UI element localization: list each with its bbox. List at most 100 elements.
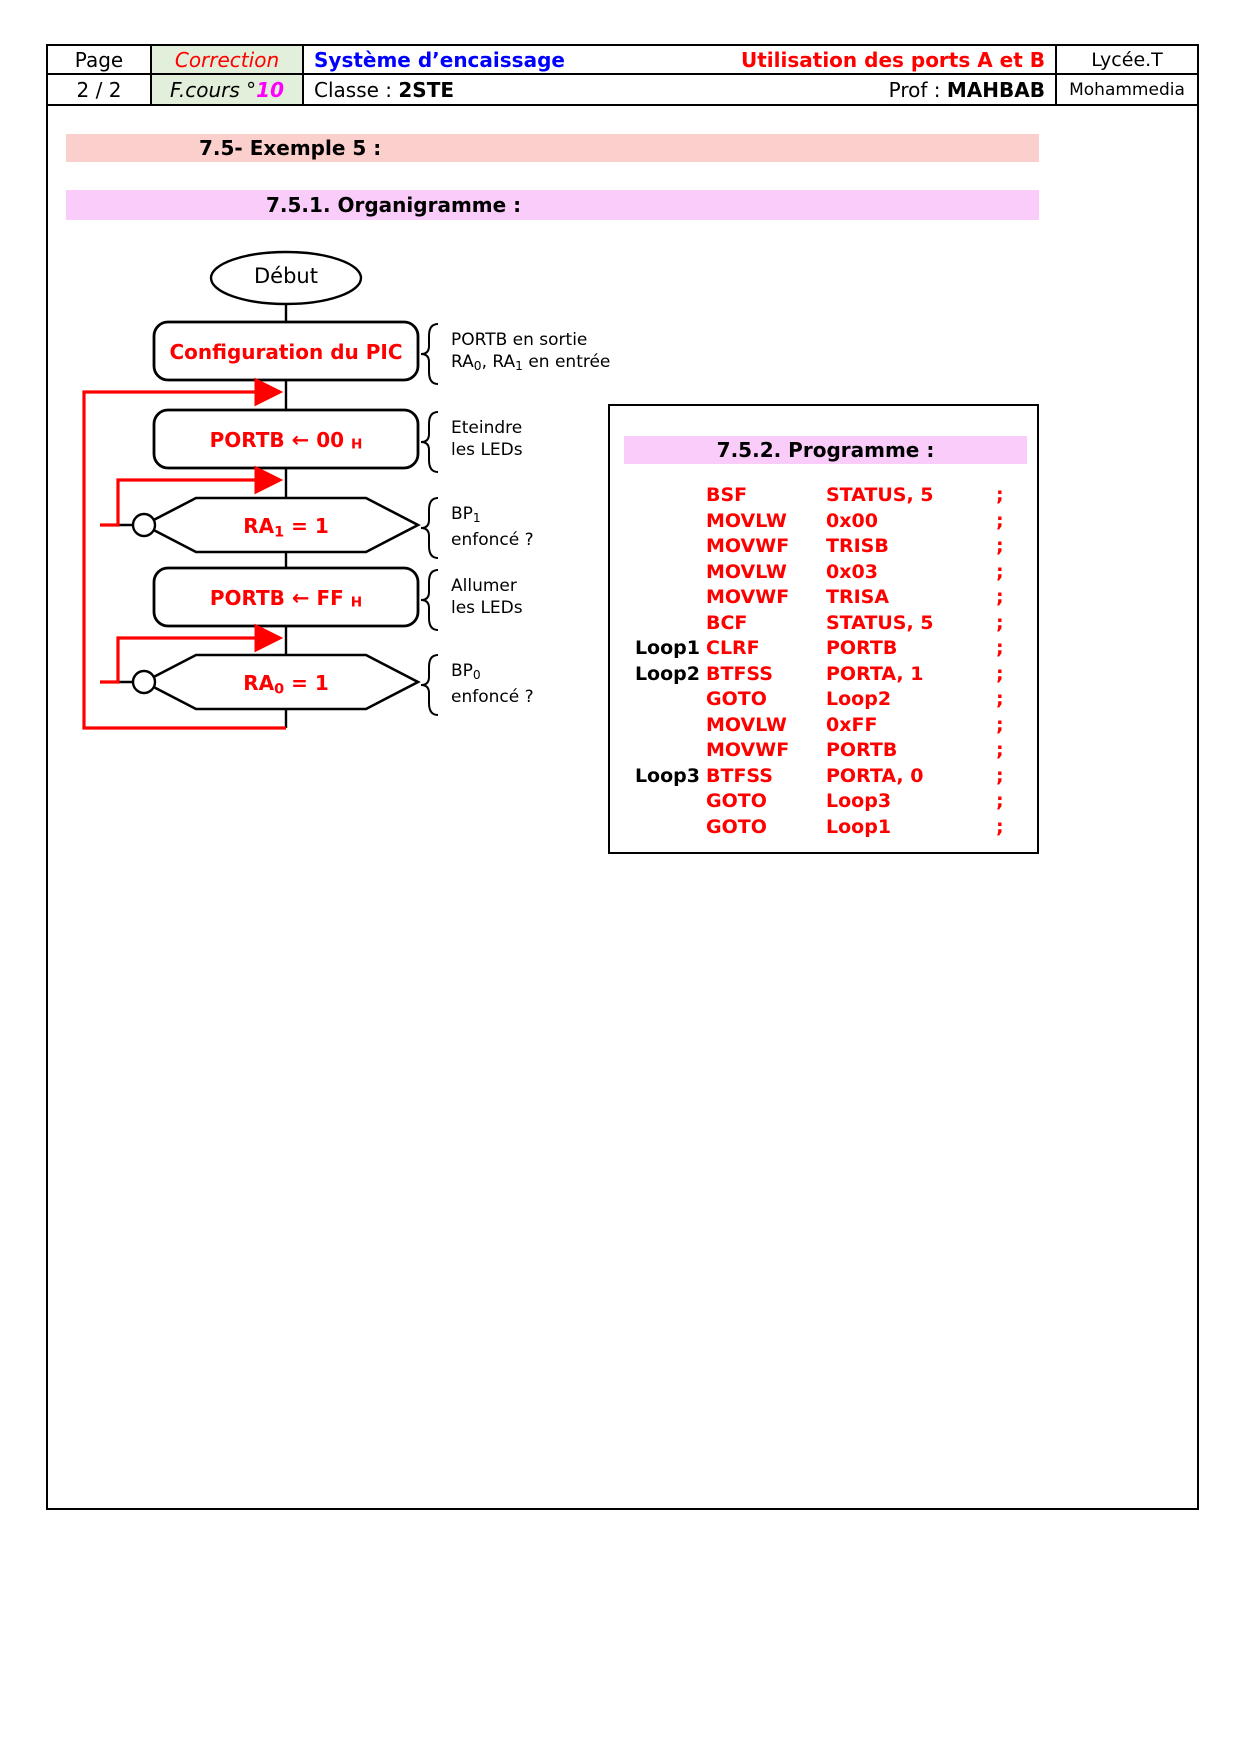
program-semicolon: ; (996, 688, 1004, 710)
usage-title: Utilisation des ports A et B (741, 47, 1045, 72)
program-mnemonic: MOVLW (706, 713, 787, 736)
program-operand: 0x00 (826, 509, 878, 532)
program-mnemonic: BTFSS (706, 764, 773, 787)
program-row: MOVWF PORTB; (610, 739, 1041, 765)
program-operand: Loop2 (826, 688, 892, 710)
program-semicolon: ; (996, 484, 1004, 506)
header-title-cell: Système d’encaissage Utilisation des por… (304, 46, 1057, 104)
program-operand: STATUS, 5 (826, 484, 934, 506)
program-semicolon: ; (996, 509, 1004, 532)
program-operand: PORTB (826, 637, 898, 659)
annotation-ra0: BP0 enfoncé ? (451, 661, 534, 708)
prof-label: Prof : MAHBAB (888, 77, 1045, 102)
program-mnemonic: MOVWF (706, 535, 790, 557)
brace-ra1 (420, 497, 439, 559)
program-label: Loop2 (634, 662, 700, 685)
program-mnemonic: GOTO (706, 815, 767, 838)
program-row: Loop1 CLRF PORTB; (610, 637, 1041, 663)
program-semicolon: ; (996, 739, 1004, 761)
program-semicolon: ; (996, 662, 1004, 685)
program-mnemonic: MOVWF (706, 739, 790, 761)
flowchart-label-portb-ff: PORTB ← FF H (209, 586, 363, 611)
program-semicolon: ; (996, 790, 1004, 812)
program-operand: Loop1 (826, 815, 892, 838)
program-listing: BSF STATUS, 5; MOVLW 0x00; MOVWF TRISB; MOVLW 0… (610, 484, 1041, 841)
brace-config (420, 323, 439, 385)
program-row: MOVLW 0x00; (610, 510, 1041, 536)
flowchart-loop-outer (82, 377, 286, 730)
program-row: GOTO Loop2; (610, 688, 1041, 714)
header-school-cell: Lycée.T Mohammedia (1057, 46, 1197, 104)
program-box: 7.5.2. Programme : BSF STATUS, 5; MOVLW 0x0… (608, 404, 1039, 854)
annotation-ra1: BP1 enfoncé ? (451, 504, 534, 551)
flowchart-label-portb-00: PORTB ← 00 H (209, 428, 363, 453)
class-value: 2STE (398, 77, 454, 102)
program-mnemonic: MOVWF (706, 586, 790, 608)
program-operand: 0x03 (826, 560, 878, 583)
program-row: MOVLW 0xFF; (610, 714, 1041, 740)
program-operand: PORTA, 0 (826, 764, 924, 787)
program-label: Loop3 (634, 764, 700, 787)
program-row: Loop3 BTFSS PORTA, 0; (610, 765, 1041, 791)
program-mnemonic: GOTO (706, 688, 767, 710)
flowchart-loop-ra0 (100, 623, 284, 684)
flowchart-loop-ra1 (100, 465, 284, 527)
brace-portbff (420, 569, 439, 631)
school-name: Lycée.T (1057, 46, 1197, 75)
program-operand: TRISB (826, 535, 889, 557)
system-title: Système d’encaissage (314, 47, 565, 72)
program-semicolon: ; (996, 560, 1004, 583)
program-row: Loop2 BTFSS PORTA, 1; (610, 663, 1041, 689)
brace-ra0 (420, 654, 439, 716)
program-operand: Loop3 (826, 790, 892, 812)
annotation-portb-00: Eteindre les LEDs (451, 418, 523, 460)
flowchart-label-ra1: RA1 = 1 (243, 514, 329, 541)
program-mnemonic: CLRF (706, 637, 760, 659)
program-semicolon: ; (996, 611, 1004, 634)
class-label: Classe : 2STE (314, 77, 454, 102)
program-mnemonic: BCF (706, 611, 748, 634)
flowchart-junction-ra0 (131, 669, 157, 695)
annotation-config: PORTB en sortie RA0, RA1 en entrée (451, 330, 611, 374)
flowchart-label-ra0: RA0 = 1 (243, 671, 329, 698)
section-banner-example: 7.5- Exemple 5 : (66, 134, 1039, 162)
program-row: BSF STATUS, 5; (610, 484, 1041, 510)
program-operand: TRISA (826, 586, 890, 608)
program-mnemonic: BTFSS (706, 662, 773, 685)
program-semicolon: ; (996, 815, 1004, 838)
program-operand: PORTB (826, 739, 898, 761)
flowchart-start-label: Début (254, 264, 318, 288)
document-header: Page 2 / 2 Correction F.cours °10 Systèm… (46, 44, 1199, 106)
flowchart-label-config: Configuration du PIC (169, 340, 403, 364)
section-banner-programme: 7.5.2. Programme : (624, 436, 1027, 464)
program-operand: 0xFF (826, 713, 878, 736)
correction-label: Correction (152, 46, 302, 75)
header-class-row: Classe : 2STE Prof : MAHBAB (304, 75, 1055, 104)
brace-portb00 (420, 411, 439, 473)
program-semicolon: ; (996, 535, 1004, 557)
flowchart: Début Configuration du PIC PORTB ← 00 H … (46, 230, 666, 750)
program-row: MOVLW 0x03; (610, 561, 1041, 587)
header-page-cell: Page 2 / 2 (48, 46, 152, 104)
program-row: MOVWF TRISB; (610, 535, 1041, 561)
flowchart-junction-ra1 (131, 512, 157, 538)
page-number: 2 / 2 (76, 77, 122, 102)
program-mnemonic: GOTO (706, 790, 767, 812)
program-semicolon: ; (996, 713, 1004, 736)
annotation-portb-ff: Allumer les LEDs (451, 576, 523, 618)
header-correction-cell: Correction F.cours °10 (152, 46, 304, 104)
program-mnemonic: BSF (706, 484, 748, 506)
program-row: BCF STATUS, 5; (610, 612, 1041, 638)
program-mnemonic: MOVLW (706, 560, 787, 583)
prof-value: MAHBAB (946, 77, 1045, 102)
program-semicolon: ; (996, 637, 1004, 659)
program-label: Loop1 (634, 637, 700, 659)
header-titles-row: Système d’encaissage Utilisation des por… (304, 46, 1055, 75)
program-mnemonic: MOVLW (706, 509, 787, 532)
school-city: Mohammedia (1069, 79, 1185, 100)
program-operand: STATUS, 5 (826, 611, 934, 634)
program-semicolon: ; (996, 764, 1004, 787)
program-operand: PORTA, 1 (826, 662, 924, 685)
fcours-label: F.cours °10 (152, 75, 302, 104)
